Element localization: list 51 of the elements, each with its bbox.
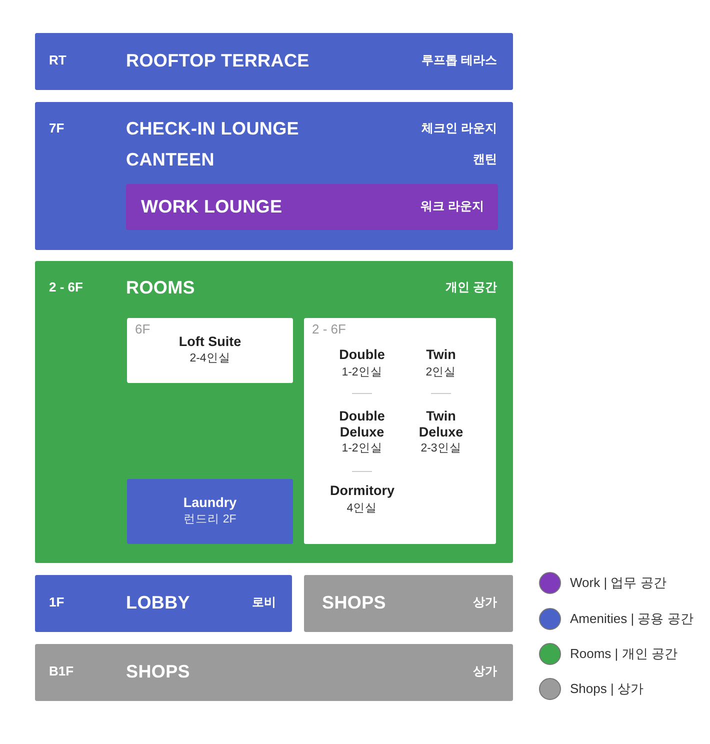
room-name: Double Deluxe bbox=[338, 408, 386, 440]
area-box bbox=[126, 184, 498, 230]
korean-label: 상가 bbox=[473, 596, 497, 610]
capacity-label: 2인실 bbox=[426, 366, 456, 380]
floor-label: B1F bbox=[49, 664, 74, 680]
area-title: ROOMS bbox=[126, 278, 196, 298]
floor-band bbox=[35, 644, 513, 701]
legend-label: Work | 업무 공간 bbox=[570, 574, 666, 592]
korean-label: 로비 bbox=[252, 596, 276, 610]
floor-band bbox=[35, 33, 513, 90]
room-name: Double bbox=[338, 347, 386, 363]
legend-label: Amenities | 공용 공간 bbox=[570, 610, 694, 628]
korean-label: 런드리 2F bbox=[184, 513, 236, 527]
area-title: CHECK-IN LOUNGE bbox=[126, 118, 299, 140]
room-name: Dormitory bbox=[330, 483, 394, 499]
floor-label: 7F bbox=[49, 122, 64, 136]
area-box bbox=[304, 575, 513, 632]
floor-label: RT bbox=[49, 54, 66, 68]
capacity-label: 2-3인실 bbox=[420, 442, 462, 456]
area-title: ROOFTOP TERRACE bbox=[126, 50, 310, 72]
legend-label: Rooms | 개인 공간 bbox=[570, 645, 678, 663]
room-card bbox=[304, 318, 496, 544]
area-title: WORK LOUNGE bbox=[141, 196, 282, 218]
legend-label: Shops | 상가 bbox=[570, 680, 644, 698]
room-name: Loft Suite bbox=[178, 334, 242, 350]
korean-label: 개인 공간 bbox=[446, 281, 497, 295]
korean-label: 워크 라운지 bbox=[420, 200, 484, 214]
floor-band bbox=[35, 261, 513, 563]
korean-label: 체크인 라운지 bbox=[422, 122, 497, 136]
capacity-label: 4인실 bbox=[346, 502, 378, 516]
floor-band bbox=[35, 575, 292, 632]
floor-label: 2 - 6F bbox=[49, 280, 83, 296]
floor-label: 6F bbox=[135, 322, 150, 338]
floor-band bbox=[35, 102, 513, 250]
room-name: Twin Deluxe bbox=[418, 408, 464, 440]
area-box bbox=[127, 479, 293, 544]
area-title: SHOPS bbox=[322, 592, 386, 614]
area-title: LOBBY bbox=[126, 592, 190, 614]
area-title: SHOPS bbox=[126, 662, 190, 682]
korean-label: 루프톱 테라스 bbox=[422, 54, 497, 68]
floor-label: 2 - 6F bbox=[312, 322, 346, 338]
capacity-label: 1-2인실 bbox=[342, 442, 382, 456]
floor-label: 1F bbox=[49, 596, 64, 610]
korean-label: 캔틴 bbox=[473, 153, 497, 167]
korean-label: 상가 bbox=[473, 665, 497, 679]
area-title: CANTEEN bbox=[126, 150, 214, 170]
capacity-label: 1-2인실 bbox=[342, 366, 382, 380]
room-card bbox=[127, 318, 293, 383]
capacity-label: 2-4인실 bbox=[190, 352, 230, 366]
room-name: Twin bbox=[425, 347, 457, 363]
area-title: Laundry bbox=[183, 495, 237, 511]
